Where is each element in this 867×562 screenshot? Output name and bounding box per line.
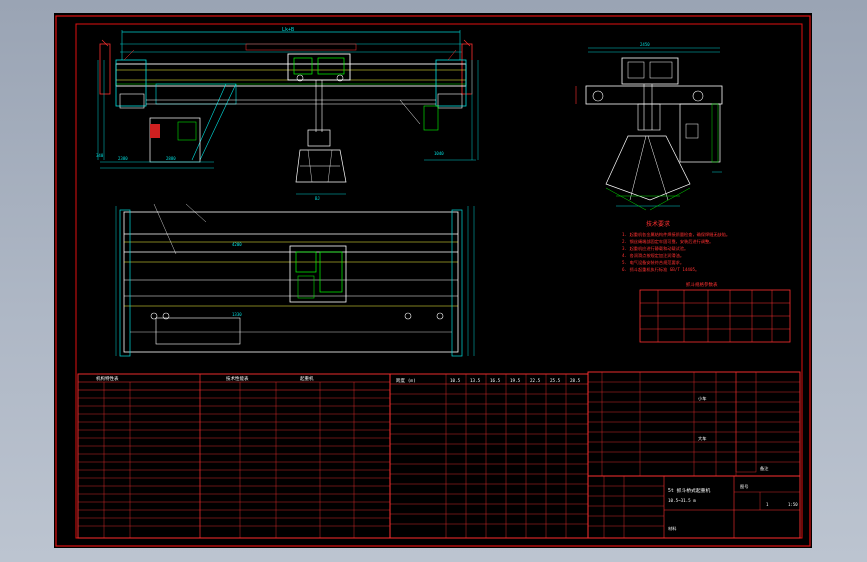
span-value-2: 13.5	[470, 378, 481, 383]
svg-text:2880: 2880	[166, 156, 176, 161]
title-label-b: 材料	[668, 525, 677, 532]
drawing-subtitle: 10.5~31.5 m	[668, 498, 696, 503]
svg-text:1330: 1330	[232, 312, 242, 317]
span-value-1: 10.5	[450, 378, 461, 383]
svg-text:BJ: BJ	[315, 196, 320, 201]
svg-text:340: 340	[96, 153, 104, 158]
note-line-5: 5. 电气设备安装符合规范要求。	[622, 259, 684, 266]
note-line-6: 6. 抓斗起重机执行标准 GB/T 14405。	[622, 266, 699, 273]
inner-border	[75, 23, 803, 539]
span-value-6: 25.5	[550, 378, 561, 383]
span-value-7: 28.5	[570, 378, 581, 383]
left-header-c: 起重机	[300, 375, 314, 382]
svg-text:1040: 1040	[434, 151, 444, 156]
drawing-canvas	[54, 13, 812, 548]
right-label-a: 小车	[698, 395, 706, 402]
right-label-b: 大车	[698, 435, 706, 442]
span-value-4: 19.5	[510, 378, 521, 383]
side-view: 2450	[575, 42, 723, 211]
grab-parameter-table: 抓斗规格参数表	[639, 281, 791, 343]
technical-notes: 技术要求 1. 起重机各金属结构件焊接质量检查，确保焊缝无缺陷。 2. 钢丝绳端…	[622, 220, 730, 273]
top-dimension: Lk+B	[282, 27, 294, 33]
span-value-5: 22.5	[530, 378, 541, 383]
right-label-c: 备注	[760, 465, 769, 472]
note-line-2: 2. 钢丝绳端部固定牢固可靠，安装后进行调整。	[622, 238, 713, 245]
svg-text:4200: 4200	[232, 242, 242, 247]
scale-value: 1:50	[788, 502, 798, 507]
outer-border	[55, 15, 811, 547]
front-elevation-view: Lk+B	[96, 27, 479, 201]
plan-view: 4200 1330	[115, 203, 475, 357]
left-header-b: 技术性能表	[226, 375, 249, 382]
small-table-title: 抓斗规格参数表	[686, 281, 718, 288]
span-value-3: 16.5	[490, 378, 501, 383]
mid-header: 跨度 (m)	[396, 377, 416, 384]
notes-heading: 技术要求	[646, 220, 670, 228]
left-header-a: 机构特性表	[96, 375, 119, 382]
note-line-4: 4. 各润滑点按规定加注润滑油。	[622, 252, 684, 259]
title-label-a: 图号	[740, 484, 748, 490]
svg-text:2380: 2380	[118, 156, 128, 161]
drawing-title: 5t 抓斗桥式起重机	[668, 487, 710, 494]
note-line-3: 3. 起重机应进行静载和动载试验。	[622, 245, 688, 252]
specification-tables: 机构特性表 技术性能表 起重机 跨度 (m) 10.5 13.5 16.5 19…	[77, 371, 801, 539]
side-dimension: 2450	[640, 42, 650, 47]
sheet-value: 1	[766, 502, 769, 507]
note-line-1: 1. 起重机各金属结构件焊接质量检查，确保焊缝无缺陷。	[622, 231, 730, 238]
